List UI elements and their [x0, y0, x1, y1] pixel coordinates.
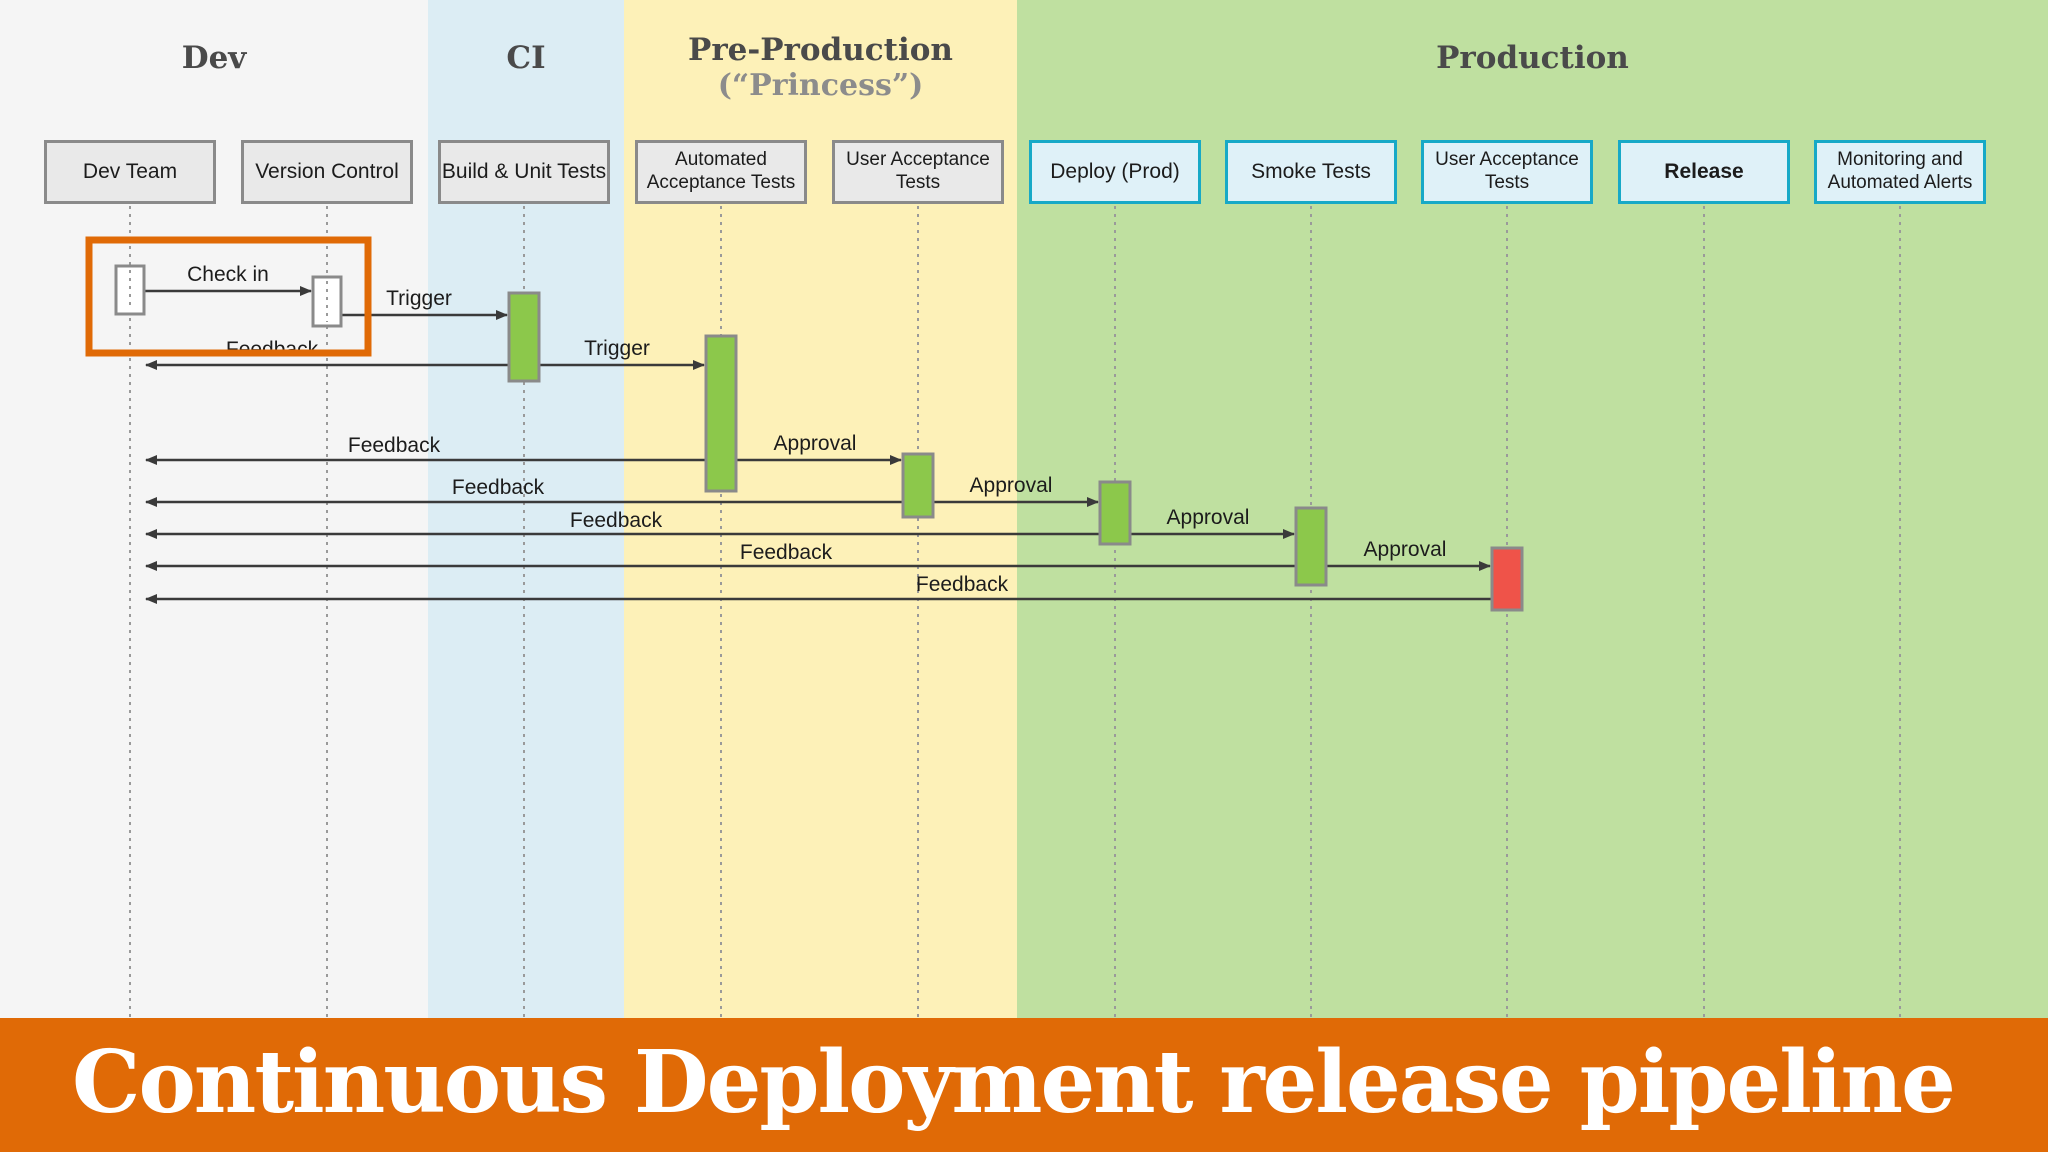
- lane-header-release: Release: [1618, 140, 1790, 204]
- message-label-6: Approval: [970, 474, 1053, 497]
- lane-header-monitoring-alerts: Monitoring and Automated Alerts: [1814, 140, 1986, 204]
- activation-automated-acceptance-tests: [704, 334, 738, 493]
- activation-build-unit-tests: [507, 291, 541, 383]
- message-label-8: Approval: [1167, 506, 1250, 529]
- title-bar: Continuous Deployment release pipeline: [0, 1018, 2048, 1152]
- stage-title-dev: Dev: [181, 40, 247, 76]
- activations: [114, 264, 1524, 612]
- stage-title-prod: Production: [1436, 40, 1629, 76]
- message-label-1: Trigger: [386, 287, 452, 310]
- message-label-12: Feedback: [916, 573, 1009, 596]
- lane-header-deploy-prod: Deploy (Prod): [1029, 140, 1201, 204]
- lane-header-version-control: Version Control: [241, 140, 413, 204]
- stage-title-ci: CI: [506, 40, 546, 76]
- message-label-9: Feedback: [570, 509, 663, 532]
- activation-smoke-tests: [1294, 506, 1328, 587]
- check-in-highlight-box: [85, 236, 372, 357]
- lane-header-smoke-tests: Smoke Tests: [1225, 140, 1397, 204]
- slide-title: Continuous Deployment release pipeline: [72, 1032, 1956, 1133]
- activation-deploy-prod: [1098, 480, 1132, 546]
- activation-user-acceptance-tests-prod: [1490, 546, 1524, 612]
- lane-header-user-acceptance-tests-preprod: User Acceptance Tests: [832, 140, 1004, 204]
- lane-header-automated-acceptance-tests: Automated Acceptance Tests: [635, 140, 807, 204]
- message-label-7: Feedback: [452, 476, 545, 499]
- stage-subtitle-preprod: (“Princess”): [717, 68, 924, 103]
- stage-title-preprod: Pre-Production: [688, 32, 953, 68]
- activation-dev-team: [114, 264, 146, 316]
- lane-header-build-unit-tests: Build & Unit Tests: [438, 140, 610, 204]
- message-label-0: Check in: [187, 263, 269, 286]
- activation-user-acceptance-tests-preprod: [901, 452, 935, 519]
- message-label-11: Feedback: [740, 541, 833, 564]
- lane-header-dev-team: Dev Team: [44, 140, 216, 204]
- message-label-5: Feedback: [348, 434, 441, 457]
- highlight-layer: [85, 236, 372, 357]
- lane-header-user-acceptance-tests-prod: User Acceptance Tests: [1421, 140, 1593, 204]
- lifelines: [129, 206, 1901, 1018]
- message-label-3: Trigger: [584, 337, 650, 360]
- activation-version-control: [311, 275, 343, 328]
- message-label-4: Approval: [774, 432, 857, 455]
- message-label-10: Approval: [1364, 538, 1447, 561]
